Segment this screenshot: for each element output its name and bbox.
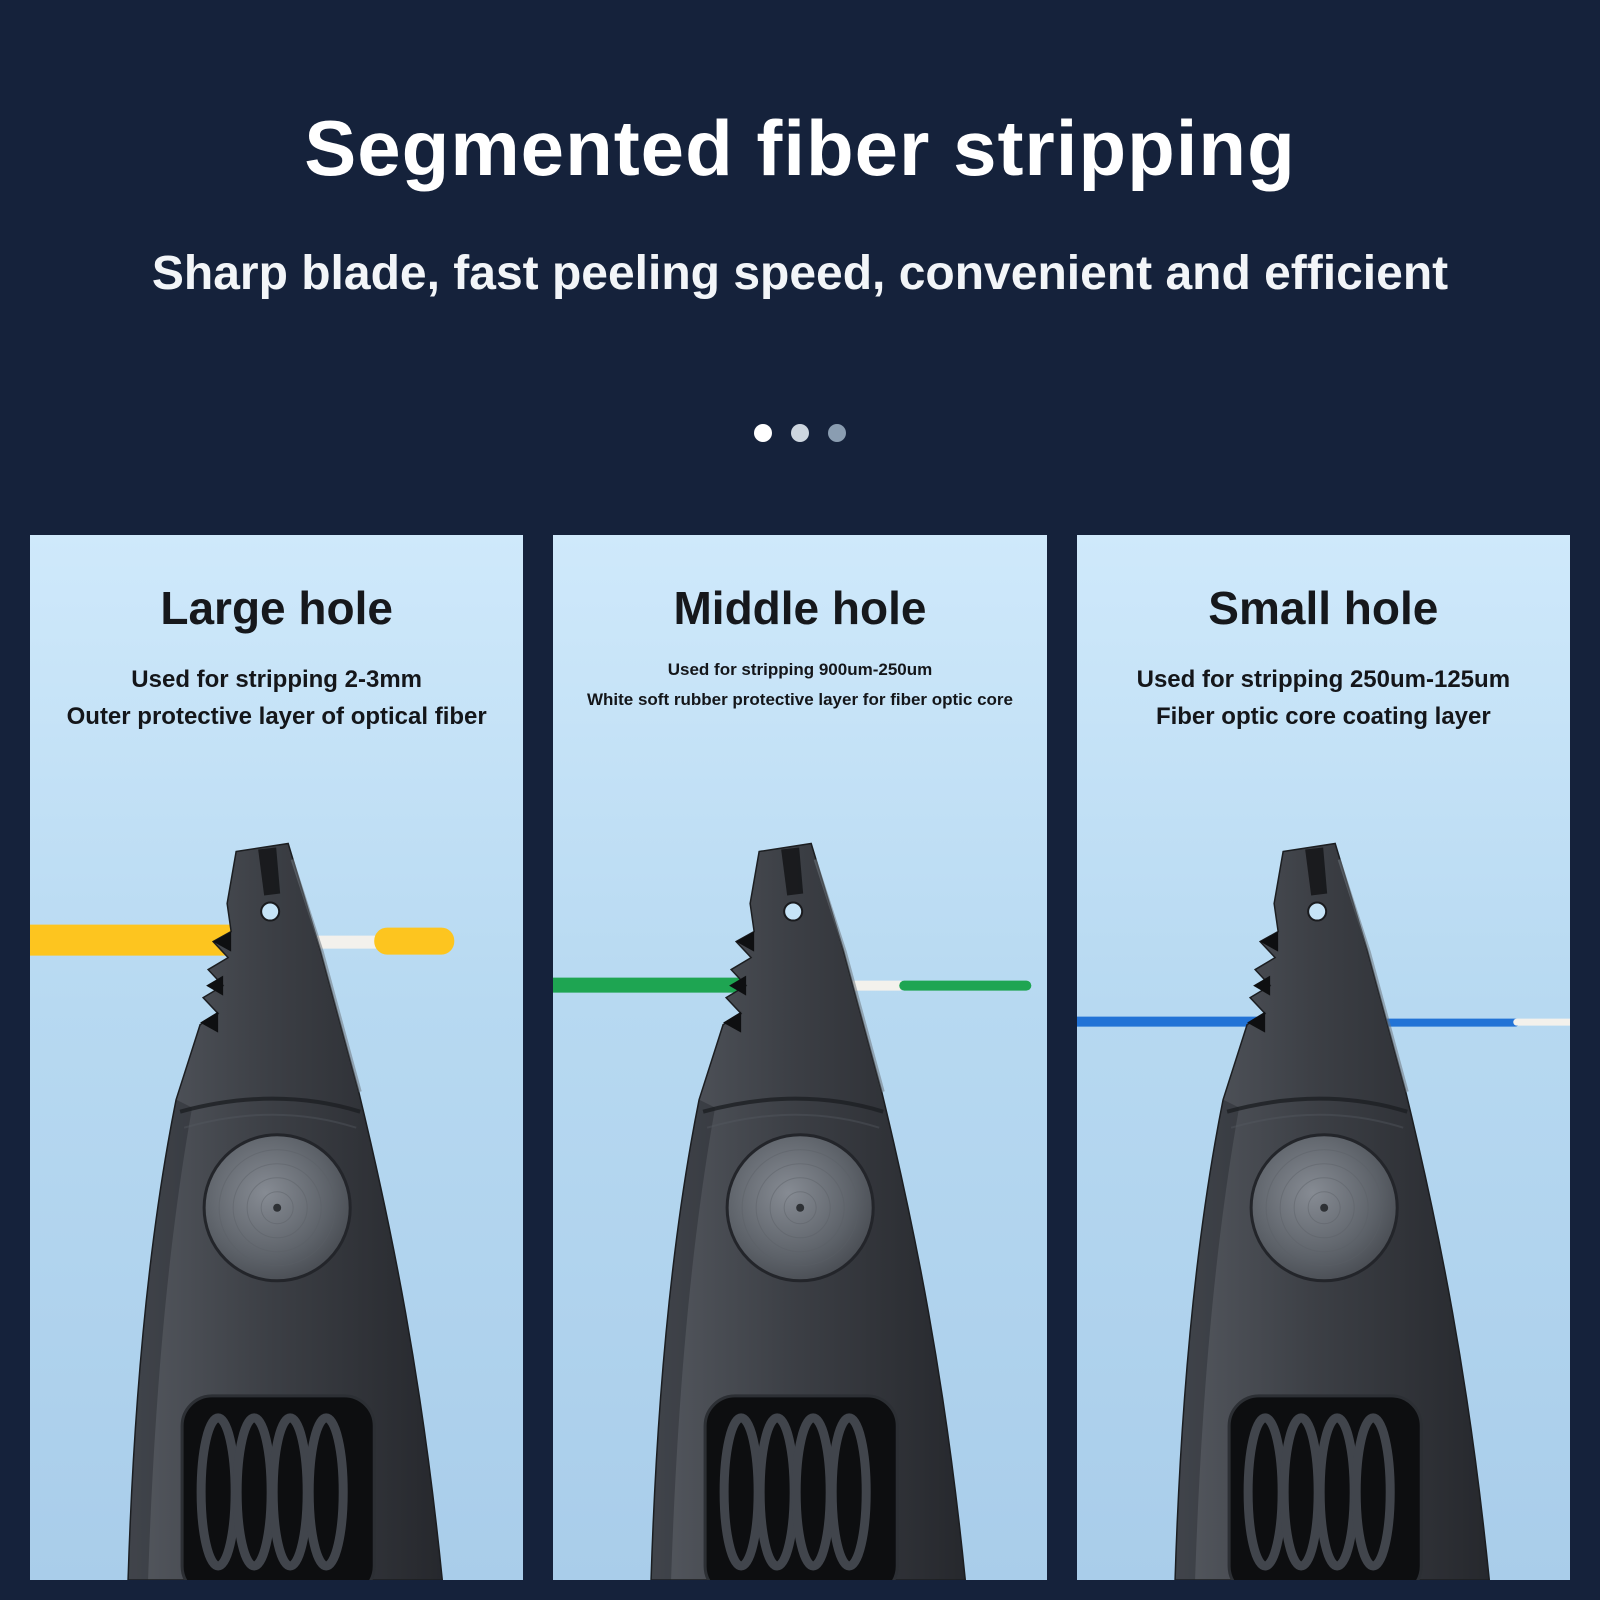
carousel-dot-3[interactable]	[828, 424, 846, 442]
tool-dial	[1249, 1133, 1399, 1283]
panel-title: Small hole	[1208, 582, 1439, 634]
carousel-dot-1[interactable]	[754, 424, 772, 442]
tool-left-shadow	[1174, 1099, 1239, 1580]
tool-seam-highlight	[183, 1113, 357, 1129]
cable-right	[374, 927, 455, 955]
notch-2	[206, 975, 224, 996]
tool-left-shadow	[128, 1099, 193, 1580]
tool-seam-highlight	[1230, 1113, 1404, 1129]
panel-middle-hole: Middle hole Used for stripping 900um-250…	[553, 535, 1047, 1580]
notch-1	[1259, 931, 1278, 952]
carousel-dot-2[interactable]	[791, 424, 809, 442]
panel-large-hole: Large hole Used for stripping 2-3mm Oute…	[30, 535, 524, 1580]
tool-jaw-slit	[781, 847, 804, 896]
tool-jaw-slit	[258, 847, 281, 896]
stripper-tool-illustration	[1076, 842, 1570, 1580]
notch-3	[200, 1011, 219, 1033]
desc-line-1: Used for stripping 2-3mm	[131, 666, 423, 693]
hero-header: Segmented fiber stripping Sharp blade, f…	[0, 0, 1600, 443]
cable-right	[1354, 1018, 1519, 1027]
carousel-dots	[0, 423, 1600, 443]
stripper-tool	[650, 842, 967, 1580]
desc-line-1: Used for stripping 900um-250um	[667, 660, 933, 679]
panel-description: Used for stripping 2-3mm Outer protectiv…	[30, 661, 523, 735]
cable-stripped	[1512, 1018, 1570, 1026]
desc-line-2: White soft rubber protective layer for f…	[586, 690, 1013, 709]
stripper-tool-illustration	[553, 842, 1032, 1580]
desc-line-2: Outer protective layer of optical fiber	[66, 703, 487, 730]
tool-spring	[180, 1394, 376, 1580]
feature-panels: Large hole Used for stripping 2-3mm Oute…	[0, 535, 1600, 1580]
stripper-tool-illustration	[30, 842, 455, 1580]
notch-2	[729, 975, 747, 996]
panel-title: Large hole	[160, 582, 393, 634]
tool-spring	[1227, 1394, 1423, 1580]
fiber-cable	[30, 924, 455, 956]
tool-hole	[783, 901, 804, 922]
tool-hole	[1306, 901, 1327, 922]
panel-title: Middle hole	[673, 582, 927, 634]
tool-seam	[702, 1096, 885, 1114]
tool-edge-highlight	[1337, 859, 1409, 1093]
tool-dial	[725, 1133, 876, 1283]
tool-dial	[202, 1133, 352, 1283]
panel-description: Used for stripping 250um-125um Fiber opt…	[1077, 661, 1570, 735]
tool-spring	[703, 1394, 900, 1580]
page-subtitle: Sharp blade, fast peeling speed, conveni…	[151, 247, 1449, 300]
notch-1	[213, 931, 232, 952]
cable-right	[899, 980, 1032, 991]
desc-line-2: Fiber optic core coating layer	[1155, 703, 1491, 730]
notch-1	[736, 931, 755, 952]
tool-seam	[1226, 1096, 1408, 1114]
panel-description: Used for stripping 900um-250um White sof…	[553, 655, 1046, 715]
tool-jaw-slit	[1304, 847, 1327, 896]
tool-left-shadow	[651, 1099, 716, 1580]
cable-stripped	[308, 935, 383, 949]
notch-2	[1252, 975, 1270, 996]
notch-3	[723, 1011, 742, 1033]
tool-seam-highlight	[707, 1113, 880, 1129]
notch-3	[1246, 1011, 1265, 1033]
tool-hole	[260, 901, 281, 922]
tool-edge-highlight	[814, 859, 885, 1093]
tool-seam	[179, 1096, 361, 1114]
cable-left	[30, 924, 281, 956]
stripper-tool	[127, 842, 444, 1580]
desc-line-1: Used for stripping 250um-125um	[1136, 666, 1511, 693]
panel-small-hole: Small hole Used for stripping 250um-125u…	[1076, 535, 1570, 1580]
page-title: Segmented fiber stripping	[304, 104, 1296, 192]
tool-edge-highlight	[290, 859, 362, 1093]
stripper-tool	[1173, 842, 1490, 1580]
